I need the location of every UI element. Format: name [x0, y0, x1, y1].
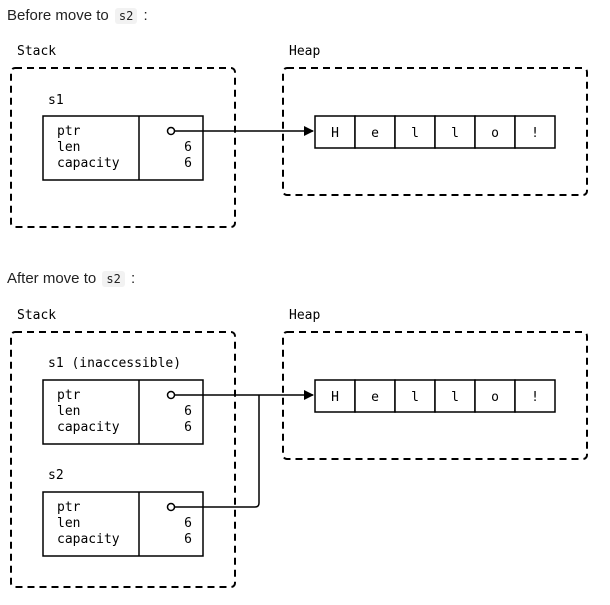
after-s2-ptr-dot — [166, 502, 176, 512]
after-heap-cell-char: H — [331, 390, 339, 405]
after-s1-ptr-dot — [166, 390, 176, 400]
before-heap-cell — [514, 115, 556, 149]
after-s2-field-capacity: capacity — [57, 532, 120, 547]
after-caption-colon: : — [131, 270, 136, 287]
before-caption-colon: : — [143, 7, 148, 24]
after-stack-label: Stack — [17, 308, 56, 323]
after-s1-value-len: 6 — [184, 404, 192, 419]
before-heap-cell-char: H — [331, 126, 339, 141]
after-s1-box: ptr len capacity 6 6 — [42, 379, 204, 445]
before-heap-label: Heap — [289, 44, 320, 59]
before-heap-cell-char: l — [411, 126, 419, 141]
after-heap-cell — [434, 379, 476, 413]
before-heap-cell-char: o — [491, 126, 499, 141]
before-heap-frame — [282, 67, 588, 196]
before-s1-label: s1 — [48, 93, 64, 108]
before-s1-ptr-dot — [166, 126, 176, 136]
after-caption-code: s2 — [102, 271, 125, 287]
after-s1-label: s1 (inaccessible) — [48, 356, 181, 371]
before-s1-field-len: len — [57, 140, 80, 155]
after-s1-field-len: len — [57, 404, 80, 419]
after-s2-pointer-line — [175, 395, 260, 508]
after-s1-field-capacity: capacity — [57, 420, 120, 435]
before-s1-value-len: 6 — [184, 140, 192, 155]
after-heap-frame — [282, 331, 588, 460]
before-caption-code: s2 — [114, 8, 138, 24]
after-s2-field-ptr: ptr — [57, 500, 81, 515]
before-heap-cell-char: ! — [531, 126, 539, 141]
after-heap-cell — [314, 379, 356, 413]
after-stack-frame — [10, 331, 236, 588]
after-heap-cell-char: l — [451, 390, 459, 405]
after-s1-field-ptr: ptr — [57, 388, 81, 403]
before-s1-value-capacity: 6 — [184, 156, 192, 171]
after-caption: After move to s2 : — [7, 270, 135, 287]
before-stack-frame — [10, 67, 236, 228]
before-stack-label: Stack — [17, 44, 56, 59]
before-caption: Before move to s2 : — [7, 7, 148, 24]
after-s1-value-capacity: 6 — [184, 420, 192, 435]
after-s2-field-len: len — [57, 516, 80, 531]
before-heap-cell — [474, 115, 516, 149]
before-s1-field-capacity: capacity — [57, 156, 120, 171]
after-heap-cell-char: ! — [531, 390, 539, 405]
after-heap-cell — [394, 379, 436, 413]
after-heap-cell-char: l — [411, 390, 419, 405]
after-s2-label: s2 — [48, 468, 64, 483]
before-heap-cell-char: l — [451, 126, 459, 141]
before-s1-box: ptr len capacity 6 6 — [42, 115, 204, 181]
after-heap-cell-char: e — [371, 390, 379, 405]
after-s2-value-capacity: 6 — [184, 532, 192, 547]
after-heap-cell-char: o — [491, 390, 499, 405]
after-heap-cell — [354, 379, 396, 413]
after-heap-label: Heap — [289, 308, 320, 323]
before-heap-cell-char: e — [371, 126, 379, 141]
before-caption-text: Before move to — [7, 7, 109, 24]
after-s2-value-len: 6 — [184, 516, 192, 531]
before-s1-field-ptr: ptr — [57, 124, 81, 139]
after-s2-box: ptr len capacity 6 6 — [42, 491, 204, 557]
after-caption-text: After move to — [7, 270, 97, 287]
after-heap-cell — [514, 379, 556, 413]
